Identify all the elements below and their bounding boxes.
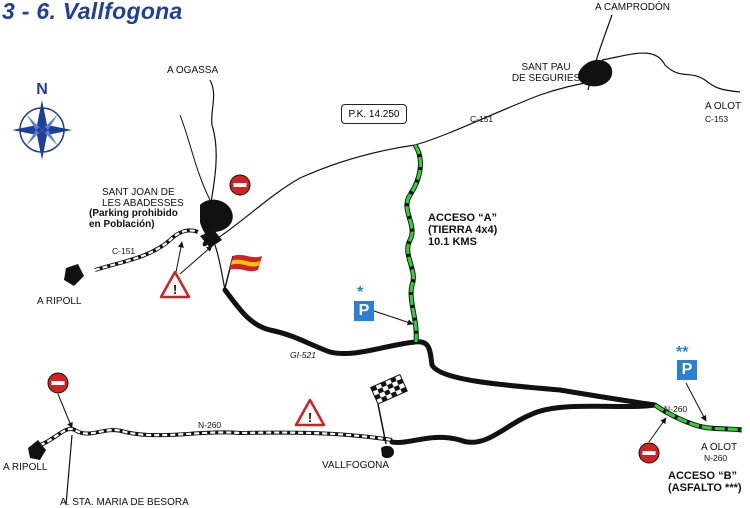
label-parking-note: (Parking prohibido en Población): [89, 208, 178, 230]
pk-marker: P.K. 14.250: [341, 104, 407, 124]
label-road-gi521: GI-521: [290, 350, 316, 360]
road-to-ogassa: [209, 79, 217, 209]
label-olot-bottom: A OLOT: [701, 442, 738, 453]
label-c153: C-153: [705, 114, 729, 124]
road-town-link: [214, 244, 226, 291]
town-blob-icon: [200, 230, 222, 248]
town-blob-icon: [578, 59, 613, 87]
compass-letter: N: [36, 81, 48, 98]
acceso-a-title: ACCESO “A”: [428, 212, 498, 224]
label-olot-top: A OLOT: [705, 101, 742, 112]
label-sant-joan: SANT JOAN DE LES ABADESSES: [102, 187, 184, 209]
parking-1-stars: *: [357, 284, 364, 301]
town-blob-icon: [28, 440, 46, 460]
warning-triangle-icon: !: [294, 398, 326, 427]
label-sant-joan-line1: SANT JOAN DE: [102, 187, 175, 198]
label-sant-pau-line1: SANT PAU: [521, 62, 571, 73]
label-sta-maria: A. STA. MARIA DE BESORA: [60, 497, 189, 508]
label-road-n260-left: N-260: [198, 420, 222, 430]
svg-text:!: !: [173, 282, 177, 297]
spain-flag-icon: [223, 254, 262, 293]
label-camprodon: A CAMPRODÓN: [595, 2, 671, 13]
parking-icon: P: [354, 301, 374, 321]
label-vallfogona: VALLFOGONA: [322, 460, 390, 471]
label-parking-note-line2: en Población): [89, 219, 155, 230]
label-sant-pau: SANT PAU DE SEGURIES: [506, 62, 586, 84]
acceso-a-label: ACCESO “A” (TIERRA 4x4) 10.1 KMS: [428, 212, 497, 248]
arrow-icon: [175, 241, 184, 273]
acceso-a-route: [404, 143, 423, 343]
label-ogassa: A OGASSA: [167, 65, 219, 76]
label-ripoll-bottom: A RIPOLL: [3, 462, 48, 473]
warning-triangle-icon: !: [159, 270, 191, 299]
arrow-icon: [179, 245, 213, 275]
arrow-icon: [373, 310, 414, 326]
no-entry-icon: [47, 372, 69, 394]
arrow-icon: [685, 382, 707, 422]
road-n260-left: [39, 427, 393, 447]
label-road-c151-left: C-151: [112, 246, 136, 256]
label-sant-pau-line2: DE SEGURIES: [511, 73, 581, 84]
road-c151-top: [214, 81, 591, 241]
label-road-c151-top: C-151: [470, 114, 494, 124]
road-c151-left: [94, 228, 199, 272]
label-parking-note-line1: (Parking prohibido: [89, 208, 178, 219]
town-blob-icon: [64, 264, 84, 286]
no-entry-icon: [229, 174, 251, 196]
map-title: 3 - 6. Vallfogona: [2, 0, 183, 24]
town-blob-icon: [381, 445, 394, 459]
checkered-flag-icon: [370, 373, 408, 445]
acceso-a-distance: 10.1 KMS: [428, 236, 477, 248]
arrow-icon: [648, 417, 667, 443]
route-gi521: [222, 287, 658, 445]
label-n260-olot: N-260: [704, 453, 728, 463]
compass-rose-icon: N: [12, 81, 72, 160]
acceso-b-label: ACCESO “B” (ASFALTO ***): [668, 470, 742, 494]
arrow-icon: [57, 393, 73, 429]
road-to-olot-top: [601, 52, 741, 93]
acceso-b-route: [653, 402, 743, 433]
road-branch-ogassa: [179, 114, 211, 201]
svg-text:!: !: [308, 410, 312, 425]
acceso-a-type: (TIERRA 4x4): [428, 224, 498, 236]
parking-2-stars: **: [676, 344, 689, 361]
no-entry-icon: [638, 442, 660, 464]
parking-icon: P: [677, 360, 697, 380]
label-road-n260-right: N-260: [664, 404, 688, 414]
label-ripoll-top: A RIPOLL: [37, 296, 82, 307]
road-sta-maria: [65, 434, 73, 506]
acceso-b-type: (ASFALTO ***): [668, 482, 742, 494]
acceso-b-title: ACCESO “B”: [668, 470, 738, 482]
label-sant-joan-line2: LES ABADESSES: [102, 198, 184, 209]
